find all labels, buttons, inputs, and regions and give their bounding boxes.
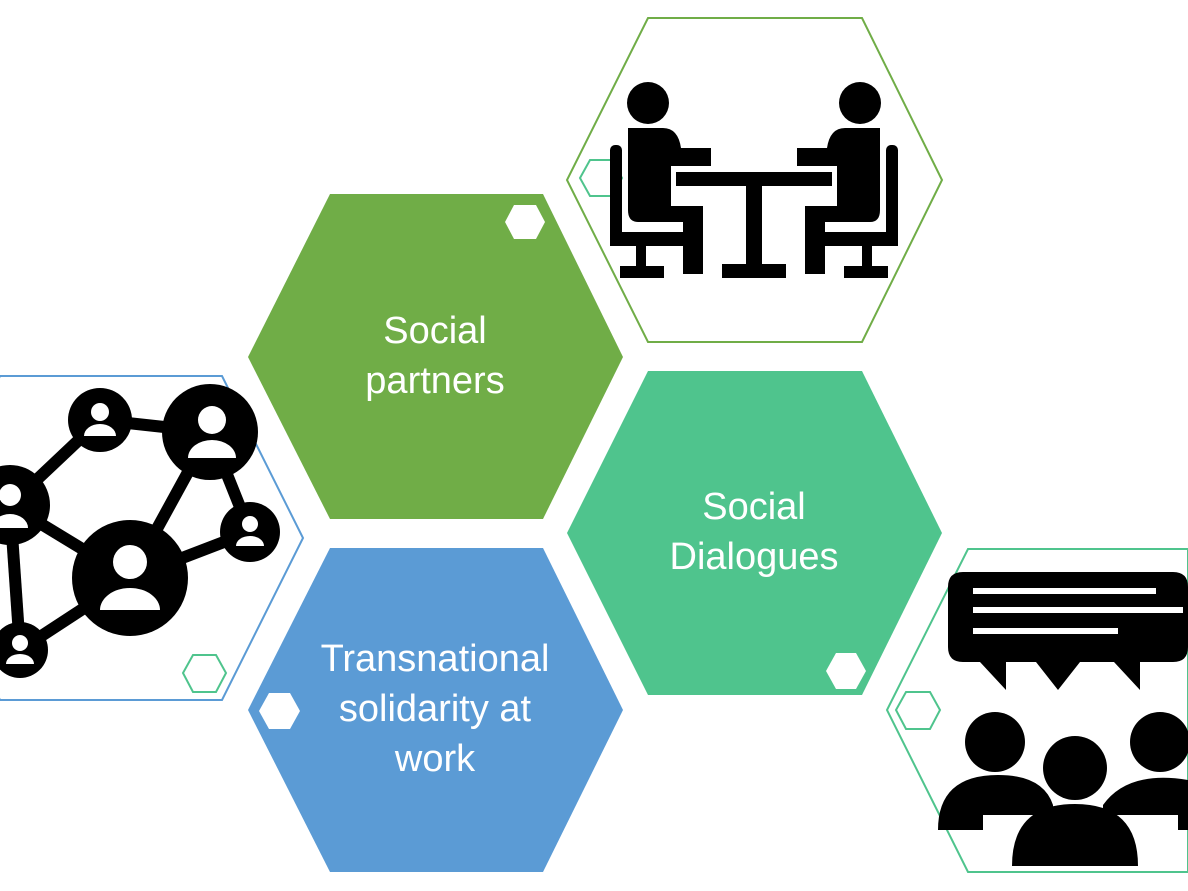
- social-dialogues-label: Social Dialogues: [604, 482, 904, 582]
- small-hexagon: [181, 654, 228, 693]
- label-line: Social: [383, 310, 487, 352]
- small-hexagon: [505, 205, 545, 239]
- discussion-outline-hexagon: [885, 548, 1188, 873]
- social-dialogues-hexagon: [567, 371, 942, 695]
- small-hexagon: [826, 653, 866, 689]
- small-hexagon: [894, 691, 942, 730]
- network-people-icon: [0, 384, 280, 678]
- social-partners-hexagon: [248, 194, 623, 519]
- social-partners-label: Social partners: [285, 306, 585, 406]
- meeting-at-table-icon: [610, 82, 898, 278]
- network-outline-hexagon: [0, 375, 305, 701]
- label-line: partners: [365, 360, 505, 402]
- label-line: Social: [702, 486, 806, 528]
- label-line: Transnational: [320, 638, 550, 680]
- small-hexagon: [259, 693, 300, 729]
- label-line: Dialogues: [669, 536, 839, 578]
- transnational-hexagon: [248, 548, 623, 872]
- meeting-outline-hexagon: [565, 17, 944, 343]
- label-line: work: [394, 738, 476, 780]
- group-discussion-icon: [938, 572, 1188, 866]
- transnational-label: Transnational solidarity at work: [285, 634, 585, 784]
- label-line: solidarity at: [338, 688, 532, 730]
